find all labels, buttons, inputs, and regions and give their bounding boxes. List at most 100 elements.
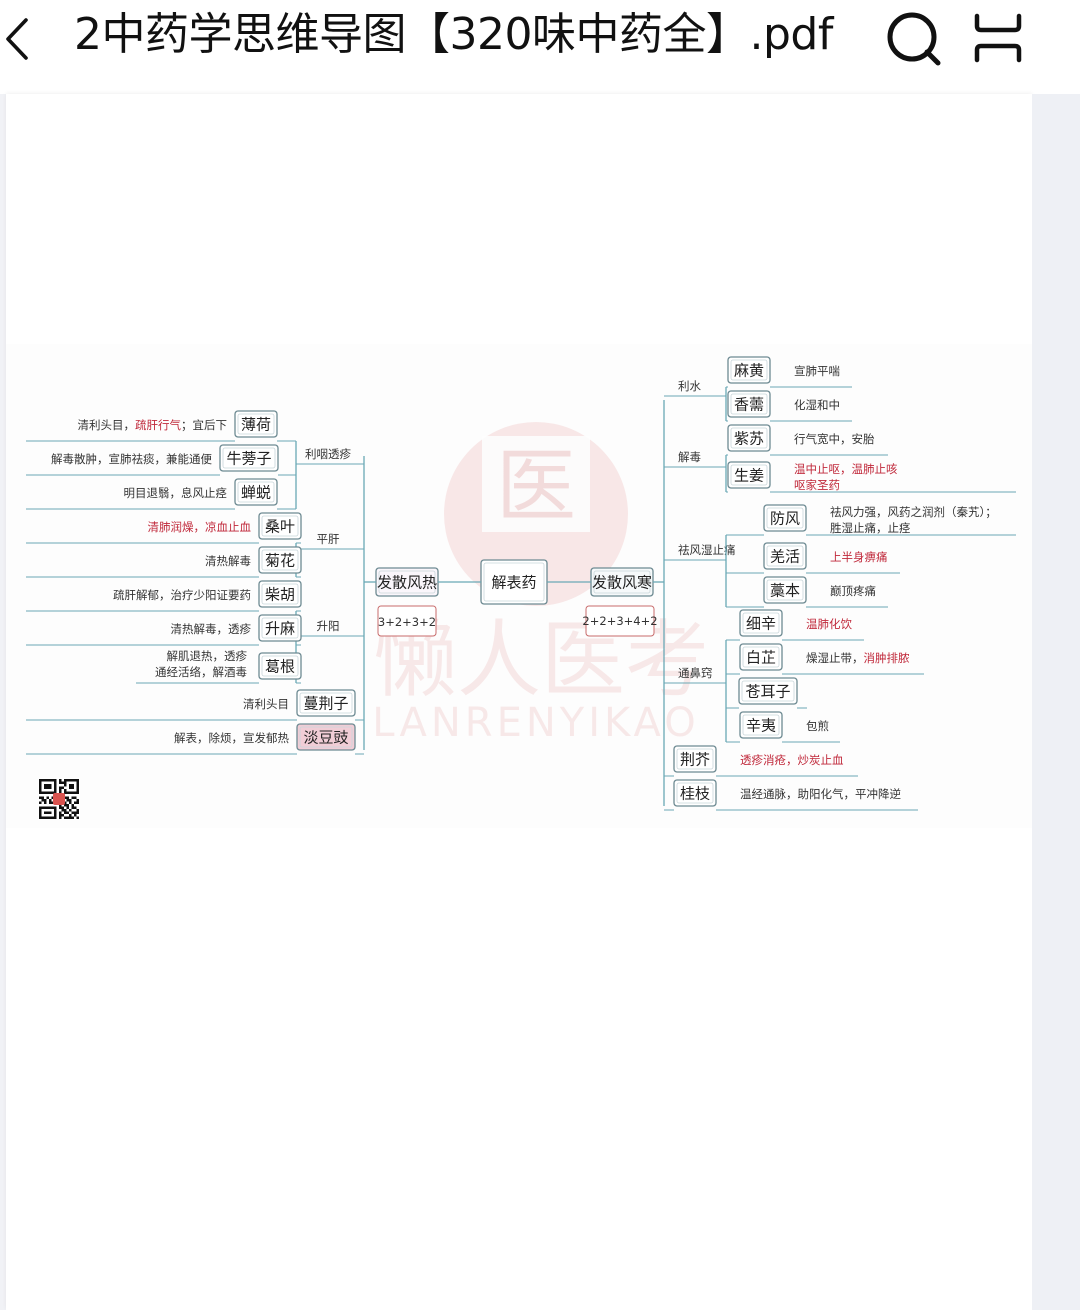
left-formula: 3+2+3+2 [377, 605, 437, 637]
left-herb-node: 薄荷 [234, 410, 278, 438]
qr-code [38, 778, 80, 820]
left-herb-node: 蝉蜕 [234, 478, 278, 506]
left-branch-node: 发散风热 [375, 567, 439, 597]
right-herb-desc: 巅顶疼痛 [830, 584, 876, 598]
node-label: 薄荷 [241, 416, 271, 434]
back-button[interactable] [0, 6, 44, 66]
top-bar: 2中药学思维导图【320味中药全】.pdf [0, 0, 1080, 94]
left-herb-desc: 解表，除烦，宣发郁热 [174, 731, 289, 745]
node-label: 白芷 [746, 649, 776, 667]
right-herb-node: 桂枝 [673, 779, 717, 807]
node-label: 蝉蜕 [241, 484, 271, 502]
node-label: 苍耳子 [745, 683, 790, 701]
search-icon [887, 12, 941, 66]
node-label: 解表药 [491, 574, 536, 592]
left-herb-desc: 解肌退热，透疹 [167, 649, 248, 663]
right-herb-desc: 呕家圣药 [794, 478, 840, 492]
right-herb-node: 紫苏 [727, 424, 771, 452]
node-label: 淡豆豉 [303, 729, 348, 747]
right-herb-desc: 温经通脉，助阳化气，平冲降逆 [740, 787, 901, 801]
node-label: 辛夷 [746, 717, 776, 735]
node-label: 防风 [770, 510, 800, 528]
right-herb-node: 藁本 [763, 576, 807, 604]
left-group-label: 平肝 [317, 532, 340, 546]
left-herb-desc: 明目退翳，息风止痉 [124, 486, 228, 500]
right-group-label: 通鼻窍 [678, 666, 713, 680]
left-herb-node: 桑叶 [258, 512, 302, 540]
formula-text: 2+2+3+4+2 [582, 614, 657, 628]
left-herb-node: 蔓荆子 [296, 689, 356, 717]
left-herb-desc: 疏肝解郁，治疗少阳证要药 [113, 588, 251, 602]
right-herb-desc: 胜湿止痛，止痉 [830, 521, 911, 535]
node-label: 桂枝 [680, 785, 710, 803]
left-herb-desc: 清肺润燥，凉血止血 [148, 520, 252, 534]
right-herb-node: 香薷 [727, 390, 771, 418]
reader-mode-button[interactable] [968, 10, 1028, 66]
mindmap-svg: 医懒人医考LANRENYIKAO解表药发散风热3+2+3+2利咽透疹薄荷清利头目… [26, 356, 1016, 820]
right-herb-node: 白芷 [739, 643, 783, 671]
left-herb-desc: 清利头目 [243, 697, 289, 711]
node-label: 升麻 [265, 620, 295, 638]
left-herb-node: 菊花 [258, 546, 302, 574]
right-herb-node: 辛夷 [739, 711, 783, 739]
right-herb-node: 防风 [763, 504, 807, 532]
document-title: 2中药学思维导图【320味中药全】.pdf [74, 9, 833, 60]
left-herb-node: 柴胡 [258, 580, 302, 608]
formula-text: 3+2+3+2 [378, 615, 436, 629]
left-herb-desc: 清热解毒 [205, 554, 251, 568]
node-label: 羌活 [770, 548, 800, 566]
right-formula: 2+2+3+4+2 [582, 605, 658, 637]
node-label: 香薷 [734, 396, 764, 414]
node-label: 蔓荆子 [303, 695, 348, 713]
right-herb-node: 羌活 [763, 542, 807, 570]
right-herb-desc: 上半身痹痛 [830, 550, 888, 564]
node-label: 生姜 [734, 467, 764, 485]
watermark-subtext: LANRENYIKAO [372, 700, 699, 746]
right-herb-node: 苍耳子 [738, 677, 798, 705]
svg-text:医: 医 [496, 440, 576, 533]
left-herb-desc: 通经活络，解酒毒 [155, 665, 247, 679]
left-herb-desc: 解毒散肿，宣肺祛痰，兼能通便 [51, 452, 212, 466]
right-herb-desc: 化湿和中 [794, 398, 840, 412]
right-group-label: 利水 [678, 379, 701, 393]
left-group-label: 利咽透疹 [305, 447, 351, 461]
left-herb-node: 淡豆豉 [296, 723, 356, 751]
right-herb-desc: 包煎 [806, 719, 829, 733]
right-group-label: 解毒 [678, 450, 701, 464]
right-herb-desc: 温中止呕，温肺止咳 [794, 462, 898, 476]
node-label: 柴胡 [265, 586, 295, 604]
node-label: 荆芥 [680, 751, 710, 769]
right-herb-node: 荆芥 [673, 745, 717, 773]
right-herb-desc: 燥湿止带，消肿排脓 [806, 651, 910, 665]
reader-mode-icon [974, 13, 1022, 63]
right-branch-node: 发散风寒 [590, 567, 654, 597]
node-label: 牛蒡子 [226, 450, 271, 468]
right-gutter [1032, 94, 1080, 1310]
right-herb-desc: 温肺化饮 [806, 617, 852, 631]
node-label: 发散风寒 [592, 574, 652, 592]
node-label: 紫苏 [734, 430, 764, 448]
right-herb-desc: 宣肺平喘 [794, 364, 840, 378]
node-label: 细辛 [746, 615, 776, 633]
left-herb-node: 牛蒡子 [219, 444, 279, 472]
node-label: 发散风热 [377, 574, 437, 592]
node-label: 葛根 [265, 658, 295, 676]
search-button[interactable] [882, 8, 942, 68]
node-label: 菊花 [265, 552, 295, 570]
right-herb-node: 生姜 [727, 461, 771, 489]
right-herb-node: 麻黄 [727, 356, 771, 384]
right-herb-desc: 行气宽中，安胎 [794, 432, 875, 446]
right-herb-node: 细辛 [739, 609, 783, 637]
right-group-label: 祛风湿止痛 [678, 543, 736, 557]
node-label: 藁本 [770, 582, 800, 600]
chevron-left-icon [6, 18, 28, 60]
right-herb-desc: 透疹消疮，炒炭止血 [740, 753, 844, 767]
left-herb-desc: 清热解毒，透疹 [171, 622, 252, 636]
center-node: 解表药 [480, 559, 548, 605]
left-herb-node: 葛根 [258, 652, 302, 680]
left-herb-desc: 清利头目，疏肝行气；宜后下 [78, 418, 228, 432]
left-herb-node: 升麻 [258, 614, 302, 642]
node-label: 麻黄 [734, 362, 764, 380]
